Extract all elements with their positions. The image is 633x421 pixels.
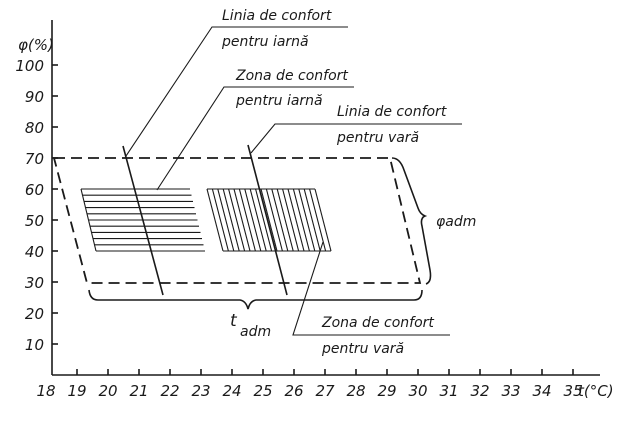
callout-winter-zone: Zona de confort pentru iarnă (156, 68, 354, 191)
summer-hatch-line (233, 188, 251, 252)
t-adm-label: t (230, 311, 238, 331)
svg-text:pentru iarnă: pentru iarnă (221, 34, 309, 50)
callout-winter-line: Linia de confort pentru iarnă (125, 8, 348, 157)
svg-text:pentru vară: pentru vară (321, 341, 404, 357)
admissible-region-boundary (52, 157, 422, 284)
summer-hatch-line (265, 188, 283, 252)
summer-hatch-line (271, 188, 289, 252)
summer-comfort-line (247, 144, 288, 296)
x-tick-label: 21 (129, 382, 148, 400)
svg-text:Linia de confort: Linia de confort (337, 104, 447, 120)
summer-hatch-line (282, 188, 300, 252)
winter-zone-edge (80, 188, 97, 252)
y-tick-label: 70 (25, 150, 44, 168)
x-tick-label: 32 (470, 382, 489, 400)
summer-hatch-line (228, 188, 246, 252)
summer-hatch-line (255, 188, 273, 252)
t-adm-subscript: adm (240, 324, 271, 340)
summer-comfort-zone (206, 188, 332, 252)
winter-comfort-line (122, 145, 164, 296)
summer-hatch-line (292, 188, 310, 252)
summer-hatch-line (303, 188, 321, 252)
x-tick-label: 30 (408, 382, 427, 400)
y-tick-label: 80 (25, 119, 44, 137)
x-tick-label: 24 (222, 382, 241, 400)
svg-text:pentru iarnă: pentru iarnă (235, 93, 323, 109)
summer-hatch-line (244, 188, 262, 252)
y-axis-label: φ(%) (18, 36, 54, 54)
svg-text:Zona de confort: Zona de confort (321, 315, 434, 331)
callout-summer-zone: Zona de confort pentru vară (292, 241, 450, 357)
y-tick-label: 20 (25, 305, 44, 323)
x-tick-label: 18 (36, 382, 55, 400)
callout-summer-line: Linia de confort pentru vară (250, 104, 462, 154)
summer-hatch-line (222, 188, 240, 252)
x-tick-label: 27 (315, 382, 335, 400)
x-tick-label: 31 (439, 382, 458, 400)
y-tick-label: 30 (25, 274, 44, 292)
summer-hatch-line (276, 188, 294, 252)
summer-hatch-line (217, 188, 235, 252)
x-tick-label: 28 (346, 382, 365, 400)
summer-hatch-line (211, 188, 229, 252)
svg-text:Linia de confort: Linia de confort (222, 8, 332, 24)
svg-text:pentru vară: pentru vară (336, 130, 419, 146)
svg-text:Zona de confort: Zona de confort (235, 68, 348, 84)
summer-hatch-line (298, 188, 316, 252)
summer-hatch-line (314, 188, 332, 252)
x-tick-label: 29 (377, 382, 396, 400)
x-tick-label: 23 (191, 382, 210, 400)
y-tick-label: 60 (25, 181, 44, 199)
y-tick-label: 90 (25, 88, 44, 106)
y-tick-label: 100 (15, 57, 44, 75)
x-tick-label: 35 (563, 382, 582, 400)
x-tick-label: 20 (98, 382, 117, 400)
summer-hatch-line (309, 188, 327, 252)
phi-adm-label: φadm (436, 214, 476, 230)
y-tick-label: 40 (25, 243, 44, 261)
y-tick-label: 10 (25, 336, 44, 354)
summer-hatch-line (238, 188, 256, 252)
phi-adm-brace (391, 157, 432, 285)
t-adm-brace (88, 289, 423, 310)
y-tick-label: 50 (25, 212, 44, 230)
x-tick-label: 25 (253, 382, 272, 400)
summer-hatch-line (206, 188, 224, 252)
x-tick-label: 19 (67, 382, 86, 400)
x-tick-label: 33 (501, 382, 520, 400)
x-axis-label: t(°C) (578, 382, 614, 400)
x-tick-label: 34 (532, 382, 551, 400)
summer-hatch-line (260, 188, 278, 252)
x-tick-label: 22 (160, 382, 179, 400)
x-tick-label: 26 (284, 382, 303, 400)
summer-hatch-line (249, 188, 267, 252)
summer-hatch-line (287, 188, 305, 252)
